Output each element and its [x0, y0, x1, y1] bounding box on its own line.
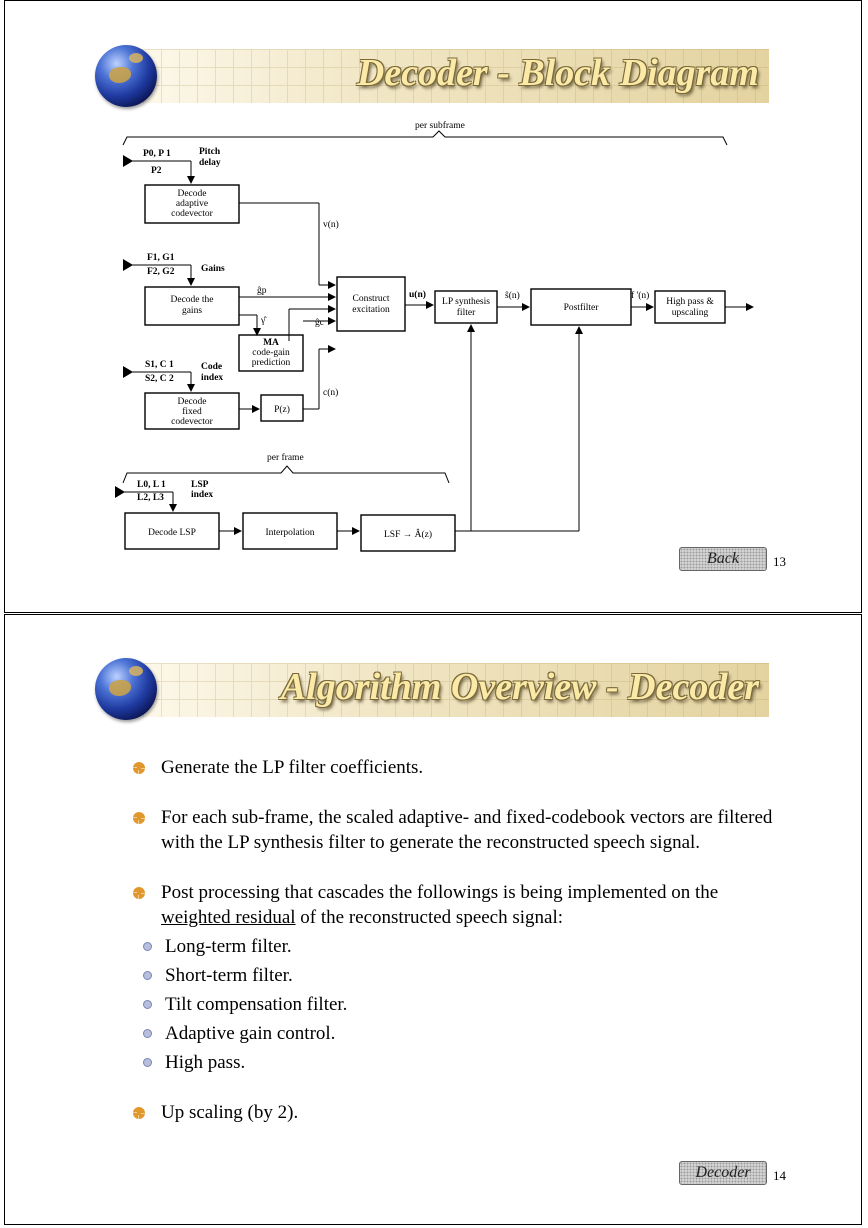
code-label-1: Code — [201, 362, 222, 372]
fixed-line-3: codevector — [171, 417, 214, 427]
sub-item: Long-term filter. — [133, 934, 773, 959]
adaptive-line-2: adaptive — [176, 199, 208, 209]
signal-gp: ĝp — [257, 286, 267, 296]
fixed-line-2: fixed — [182, 406, 202, 417]
decode-adaptive-box — [144, 184, 240, 224]
lp-synthesis-box — [434, 290, 498, 324]
lp-line-2: filter — [457, 307, 476, 318]
pz-box — [260, 394, 304, 422]
ma-line-1: MA — [263, 338, 279, 348]
per-frame-label: per frame — [267, 452, 304, 463]
sub-item: Short-term filter. — [133, 963, 773, 988]
signal-un: u(n) — [409, 289, 426, 300]
ma-line-2: code-gain — [252, 348, 290, 358]
decode-gains-box — [144, 286, 240, 326]
bullet-icon — [133, 762, 145, 774]
square-bullet-icon — [143, 1029, 152, 1038]
page-number-13: 13 — [773, 554, 786, 569]
fixed-line-1: Decode — [177, 397, 206, 407]
construct-excitation-box — [336, 276, 406, 332]
code-input-1: S1, C 1 — [145, 360, 174, 370]
lsf-box — [360, 514, 456, 552]
sub-item: Adaptive gain control. — [133, 1021, 773, 1046]
page-number-14: 14 — [773, 1168, 786, 1183]
signal-gamma: γ̂ — [260, 315, 267, 326]
gains-label: Gains — [201, 264, 225, 274]
lsp-input-1: L0, L 1 — [137, 480, 166, 490]
gains-line-2: gains — [182, 306, 202, 316]
decoder-block-diagram: per subframe P0, P 1 P2 Pitch delay Deco… — [115, 120, 754, 552]
square-bullet-icon — [143, 971, 152, 980]
sub-list: Long-term filter. Short-term filter. Til… — [133, 934, 773, 1075]
signal-cn: c(n) — [323, 387, 338, 398]
lsf-label: LSF → Â(z) — [384, 528, 432, 540]
pitch-label-1: Pitch — [199, 147, 221, 157]
highpass-box — [654, 290, 726, 324]
pz-label: P(z) — [274, 404, 290, 415]
globe-icon — [95, 658, 157, 720]
title-banner: Decoder - Block Diagram — [125, 49, 769, 103]
ma-prediction-box — [238, 334, 304, 372]
back-button[interactable]: Back — [679, 547, 767, 571]
bullet-icon — [133, 812, 145, 824]
per-subframe-label: per subframe — [415, 120, 465, 131]
code-input-2: S2, C 2 — [145, 374, 174, 384]
bullet-icon — [133, 887, 145, 899]
construct-line-1: Construct — [353, 294, 390, 304]
code-label-2: index — [201, 373, 223, 383]
slide-14: Algorithm Overview - Decoder Generate th… — [4, 614, 862, 1225]
ma-line-3: prediction — [252, 358, 291, 368]
gains-line-1: Decode the — [171, 295, 214, 305]
interpolation-label: Interpolation — [265, 528, 314, 538]
gain-input-1: F1, G1 — [147, 253, 175, 263]
square-bullet-icon — [143, 1058, 152, 1067]
signal-gc: ĝc — [315, 318, 324, 328]
decode-lsp-label: Decode LSP — [148, 528, 196, 538]
highpass-line-2: upscaling — [672, 308, 709, 318]
decoder-button[interactable]: Decoder — [679, 1161, 767, 1185]
signal-sn: ŝ(n) — [505, 290, 520, 301]
lsp-label-2: index — [191, 490, 213, 500]
gain-input-2: F2, G2 — [147, 267, 175, 277]
highpass-line-1: High pass & — [666, 297, 714, 307]
decode-fixed-box — [144, 392, 240, 430]
bullet-item: Generate the LP filter coefficients. — [133, 755, 773, 780]
construct-line-2: excitation — [352, 305, 390, 315]
weighted-residual-link: weighted residual — [161, 907, 296, 928]
bullet-item: For each sub-frame, the scaled adaptive-… — [133, 805, 773, 855]
lsp-label-1: LSP — [191, 480, 209, 490]
globe-icon — [95, 45, 157, 107]
signal-fn: f '(n) — [631, 290, 649, 301]
sub-item: High pass. — [133, 1050, 773, 1075]
bullet-item: Post processing that cascades the follow… — [133, 880, 773, 1075]
postfilter-label: Postfilter — [564, 302, 600, 313]
pitch-label-2: delay — [199, 158, 221, 168]
square-bullet-icon — [143, 1000, 152, 1009]
slide-title: Decoder - Block Diagram — [356, 52, 759, 94]
sub-item: Tilt compensation filter. — [133, 992, 773, 1017]
bullet-item: Up scaling (by 2). — [133, 1100, 773, 1125]
lsp-input-2: L2, L3 — [137, 493, 164, 503]
pitch-input-2: P2 — [151, 166, 162, 176]
slide-13: Decoder - Block Diagram per subframe P0,… — [4, 0, 862, 613]
title-banner: Algorithm Overview - Decoder — [125, 663, 769, 717]
pitch-input-1: P0, P 1 — [143, 149, 171, 159]
bullet-icon — [133, 1107, 145, 1119]
signal-vn: v(n) — [323, 219, 339, 230]
adaptive-line-1: Decode — [177, 189, 206, 199]
bullet-list: Generate the LP filter coefficients. For… — [133, 755, 773, 1150]
square-bullet-icon — [143, 942, 152, 951]
lp-line-1: LP synthesis — [442, 297, 490, 307]
adaptive-line-3: codevector — [171, 209, 214, 219]
slide-title: Algorithm Overview - Decoder — [280, 666, 759, 708]
